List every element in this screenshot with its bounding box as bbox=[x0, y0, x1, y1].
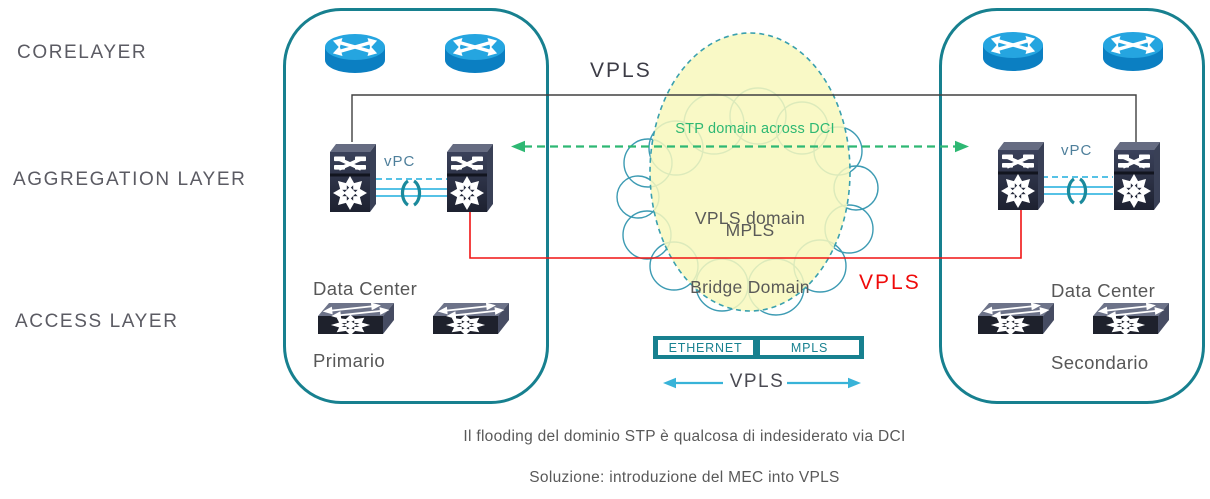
mpls-cell: MPLS bbox=[760, 340, 859, 355]
vpls-red-label: VPLS bbox=[859, 271, 921, 294]
core-layer-label: CORELAYER bbox=[17, 42, 148, 63]
note-solution: Soluzione: introduzione del MEC into VPL… bbox=[529, 469, 840, 486]
vpls-top-label: VPLS bbox=[590, 59, 652, 82]
ethernet-cell: ETHERNET bbox=[658, 340, 754, 355]
vpc-label-primary: vPC bbox=[384, 153, 416, 170]
vpls-bottom-label: VPLS bbox=[729, 371, 785, 392]
encapsulation-box: ETHERNET MPLS bbox=[653, 336, 864, 359]
datacenter-primary-label: Data Center Primario bbox=[313, 278, 418, 372]
vpc-label-secondary: vPC bbox=[1061, 142, 1093, 159]
datacenter-secondary-label: Data Center Secondario bbox=[1051, 280, 1156, 374]
datacenter-secondary-box bbox=[939, 8, 1205, 404]
datacenter-primary-box bbox=[283, 8, 549, 404]
stp-domain-note: STP domain across DCI bbox=[675, 121, 835, 137]
access-layer-label: ACCESS LAYER bbox=[15, 311, 179, 332]
cloud-mpls-label: MPLS bbox=[725, 220, 775, 240]
note-flooding: Il flooding del dominio STP è qualcosa d… bbox=[463, 428, 906, 445]
cloud-domain-label: VPLS domain Bridge Domain bbox=[690, 208, 810, 298]
aggregation-layer-label: AGGREGATION LAYER bbox=[13, 169, 247, 190]
stp-dci-arrow bbox=[511, 140, 969, 153]
